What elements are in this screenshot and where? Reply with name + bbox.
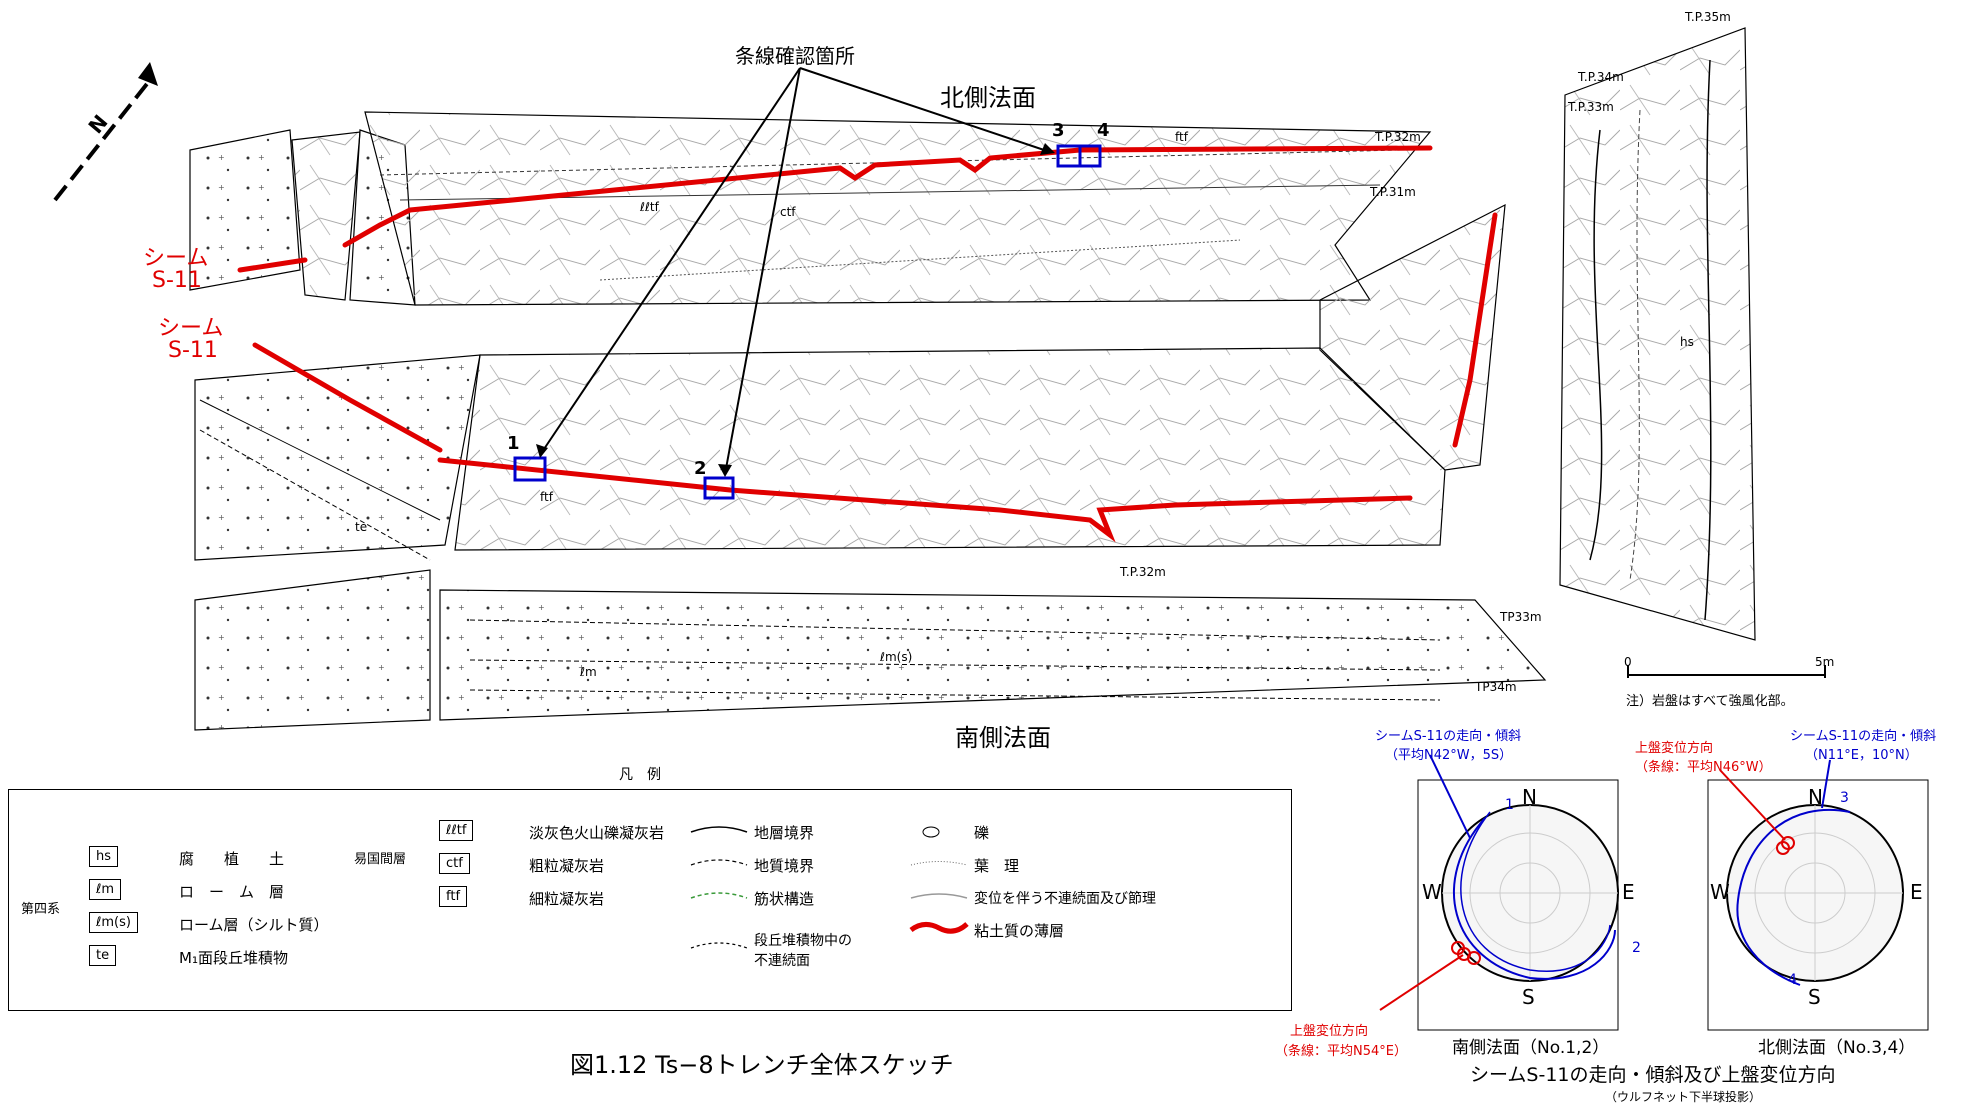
north-n: N (1808, 785, 1823, 809)
north-disp-note: 上盤変位方向 (1635, 741, 1714, 756)
tp-label: TP34m (1475, 680, 1517, 694)
south-disp-note: 上盤変位方向 (1290, 1024, 1369, 1039)
legend-gravel: 礫 (974, 824, 990, 842)
code-lms: ℓm(s) (89, 912, 138, 933)
legend-lm: ロ ー ム 層 (179, 883, 285, 901)
box-number-4: 4 (1097, 120, 1110, 141)
legend-symbol-swatches (909, 826, 969, 934)
north-disp-values: （条線：平均N46°W） (1635, 760, 1772, 775)
legend-ctf: 粗粒凝灰岩 (529, 857, 605, 875)
strata-code: ℓm(s) (880, 650, 913, 664)
legend-terrace-disc: 段丘堆積物中の不連続面 (754, 933, 852, 969)
legend-hs: 腐 植 土 (179, 850, 285, 868)
west-wall-panel (1559, 27, 1756, 641)
seam-s11-line (237, 145, 1498, 543)
code-ftf: ftf (439, 886, 468, 907)
legend-geo-boundary: 地質境界 (754, 857, 815, 875)
legend-lamina: 葉 理 (974, 857, 1020, 875)
legend-lltf: 淡灰色火山礫凝灰岩 (529, 824, 665, 842)
stereonet-main-caption: シームS-11の走向・傾斜及び上盤変位方向 (1470, 1064, 1836, 1086)
stria-box-1 (513, 456, 547, 482)
wall-note: 注）岩盤はすべて強風化部。 (1626, 694, 1794, 709)
legend-lms: ローム層（シルト質） (179, 916, 329, 934)
box-number-2: 2 (694, 458, 707, 479)
tp-label: T.P.33m (1568, 100, 1614, 114)
code-ctf: ctf (439, 853, 470, 874)
strata-code: ℓℓtf (640, 200, 659, 214)
seam-code-2: S-11 (168, 338, 218, 363)
south-s: S (1522, 985, 1535, 1009)
north-s: S (1808, 985, 1821, 1009)
box-number-3: 3 (1052, 120, 1065, 141)
north-e: E (1910, 880, 1923, 904)
south-face-title: 南側法面 (955, 724, 1051, 752)
legend-title: 凡 例 (619, 767, 661, 783)
north-face-title: 北側法面 (940, 84, 1036, 112)
tp-label: T.P.31m (1370, 185, 1416, 199)
stereonet-south (1417, 779, 1619, 1031)
scale-max: 5m (1815, 655, 1835, 669)
legend-line-swatches (690, 826, 748, 949)
legend-disc-joint: 変位を伴う不連続面及び節理 (974, 891, 1156, 907)
north-stereonet-caption: 北側法面（No.3,4） (1758, 1038, 1916, 1058)
south-stereonet-caption: 南側法面（No.1,2） (1452, 1038, 1610, 1058)
strata-code: ftf (540, 490, 553, 504)
tp-label: T.P.32m (1375, 130, 1421, 144)
south-plane-2: 2 (1632, 940, 1641, 956)
north-plane-4: 4 (1788, 972, 1797, 988)
north-face-panel (189, 111, 1432, 306)
north-plane-3: 3 (1840, 790, 1849, 806)
seam-label-2: シーム (158, 316, 224, 341)
box-number-1: 1 (507, 433, 520, 454)
seam-label-1: シーム (143, 246, 209, 271)
tp-label: TP33m (1500, 610, 1542, 624)
legend-clay-layer: 粘土質の薄層 (974, 922, 1065, 940)
callout-arrows (539, 67, 1051, 475)
figure-caption: 図1.12 Ts−8トレンチ全体スケッチ (570, 1051, 954, 1079)
seam-code-1: S-11 (152, 268, 202, 293)
scale-zero: 0 (1624, 655, 1632, 669)
code-lltf: ℓℓtf (439, 820, 474, 841)
north-arrow-icon: N (53, 62, 158, 202)
east-wall-panel (1319, 203, 1506, 471)
tp-label: T.P.32m (1120, 565, 1166, 579)
south-disp-values: （条線：平均N54°E） (1275, 1044, 1407, 1059)
south-strike-values: （平均N42°W，5S） (1385, 748, 1513, 763)
legend-strat-boundary: 地層境界 (754, 824, 815, 842)
south-n: N (1522, 785, 1537, 809)
quaternary-group-label: 第四系 (21, 902, 61, 917)
north-strike-note: シームS-11の走向・傾斜 (1790, 729, 1937, 744)
north-w: W (1710, 880, 1730, 904)
south-strike-note: シームS-11の走向・傾斜 (1375, 729, 1522, 744)
south-face-panel (194, 347, 1547, 731)
tp-label: T.P.35m (1685, 10, 1731, 24)
stria-confirm-label: 条線確認箇所 (735, 44, 855, 68)
stereonet-sub-caption: （ウルフネット下半球投影） (1605, 1090, 1762, 1104)
legend-te: M₁面段丘堆積物 (179, 949, 288, 967)
code-te: te (89, 945, 117, 966)
south-plane-1: 1 (1505, 797, 1514, 813)
south-e: E (1622, 880, 1635, 904)
north-strike-values: （N11°E，10°N） (1805, 748, 1918, 763)
code-lm: ℓm (89, 879, 122, 900)
strata-code: te (355, 520, 368, 534)
legend-streak: 筋状構造 (754, 890, 815, 908)
stria-box-4 (1078, 144, 1102, 168)
stria-box-markers (513, 144, 1102, 500)
legend: 凡 例 第四系 hs ℓm ℓm(s) te 腐 植 土 ロ ー ム 層 ローム… (8, 767, 1292, 1011)
strata-code: ℓm (580, 665, 597, 679)
strata-code: ftf (1175, 130, 1188, 144)
strata-code: ctf (780, 205, 796, 219)
south-w: W (1422, 880, 1442, 904)
strata-code: hs (1680, 335, 1694, 349)
legend-ftf: 細粒凝灰岩 (529, 890, 605, 908)
scale-bar (1627, 665, 1826, 678)
ekokuma-group-label: 易国間層 (354, 852, 407, 867)
tp-label: T.P.34m (1578, 70, 1624, 84)
stereonet-north (1707, 779, 1929, 1031)
code-hs: hs (89, 846, 119, 867)
stria-box-2 (703, 476, 735, 500)
